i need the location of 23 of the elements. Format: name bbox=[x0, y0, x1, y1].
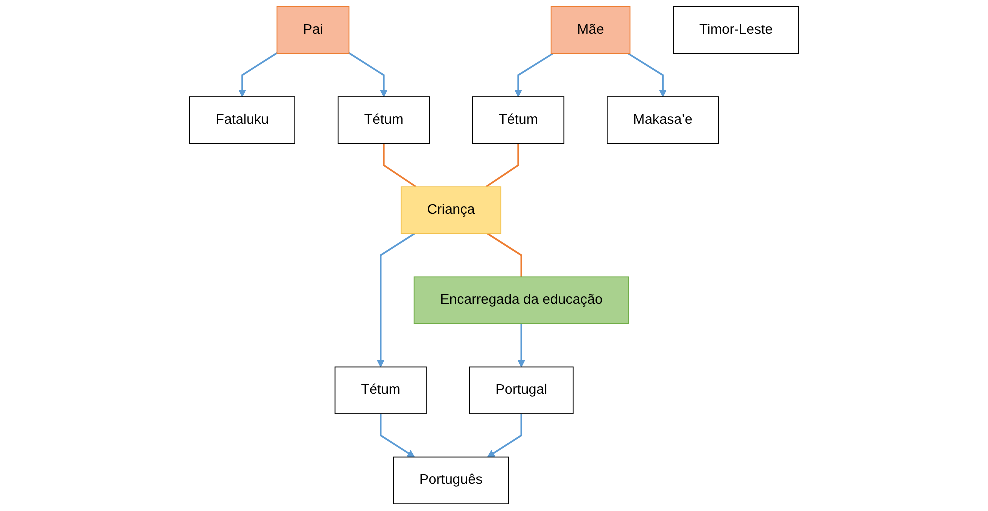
arrow bbox=[348, 52, 388, 98]
node-box: Fataluku bbox=[189, 96, 296, 144]
arrow bbox=[517, 324, 525, 368]
node-box: Português bbox=[392, 456, 509, 504]
node-box: Mãe bbox=[550, 6, 630, 54]
node-box: Criança bbox=[400, 186, 502, 234]
node-box: Tétum bbox=[472, 96, 564, 144]
connector bbox=[486, 233, 522, 278]
node-box: Tétum bbox=[337, 96, 430, 144]
arrow bbox=[376, 233, 415, 368]
arrow bbox=[627, 52, 666, 98]
node-box: Pai bbox=[276, 6, 350, 54]
arrow bbox=[238, 52, 278, 98]
node-box: Portugal bbox=[468, 366, 574, 414]
arrow bbox=[514, 52, 554, 98]
node-box: Tétum bbox=[334, 366, 426, 414]
node-box: Encarregada da educação bbox=[413, 276, 629, 324]
node-box: Makasa’e bbox=[606, 96, 719, 144]
arrow bbox=[487, 414, 522, 458]
arrow bbox=[380, 414, 415, 458]
node-box: Timor-Leste bbox=[672, 6, 799, 54]
connector bbox=[382, 144, 416, 188]
connector bbox=[485, 144, 519, 188]
